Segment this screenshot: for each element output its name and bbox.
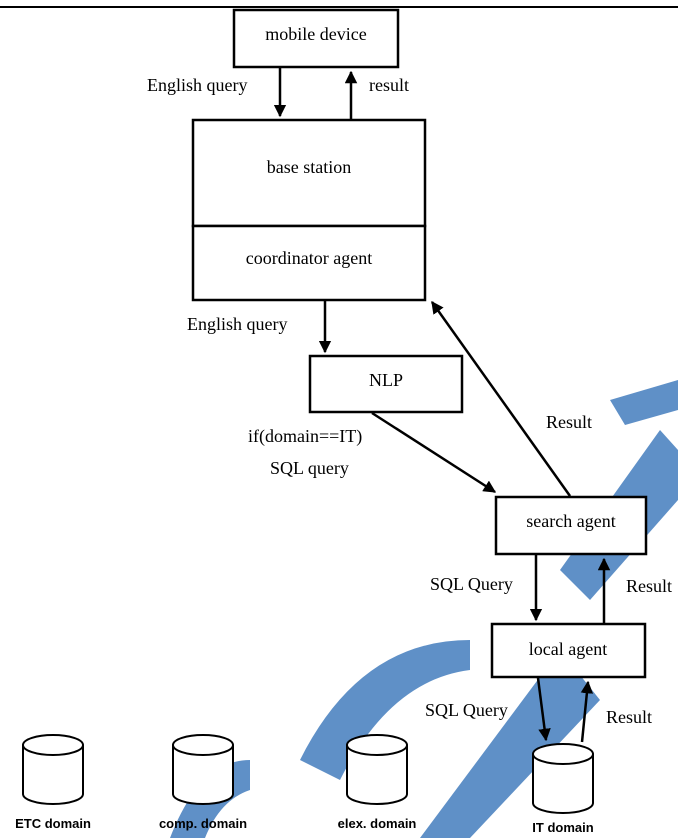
edge-label-condition: if(domain==IT) (248, 426, 362, 447)
database-elex-label: elex. domain (338, 816, 417, 831)
arrow-search-to-coordinator (430, 300, 572, 497)
database-etc: ETC domain (15, 734, 91, 831)
edge-label-result-search: Result (546, 412, 592, 432)
edge-label-sql-query-search: SQL Query (430, 574, 513, 594)
base-station-box (191, 118, 427, 228)
database-comp: comp. domain (159, 734, 247, 831)
search-agent-box (494, 495, 648, 556)
nlp-box (308, 354, 464, 414)
edge-label-result-db: Result (606, 707, 652, 727)
arrow-local-to-db (536, 677, 551, 742)
mobile-device-box (232, 8, 400, 69)
coordinator-agent-box (191, 224, 427, 302)
edge-label-result-top: result (369, 75, 409, 95)
nlp-label: NLP (369, 370, 403, 390)
edge-label-english-query-top: English query (147, 75, 248, 95)
arrow-nlp-to-search (371, 411, 497, 494)
database-comp-label: comp. domain (159, 816, 247, 831)
coordinator-agent-label: coordinator agent (246, 248, 372, 268)
database-etc-label: ETC domain (15, 816, 91, 831)
edge-label-sql-query-local: SQL Query (425, 700, 508, 720)
edge-label-english-query-mid: English query (187, 314, 288, 334)
database-it-label: IT domain (532, 820, 593, 835)
edge-label-result-local: Result (626, 576, 672, 596)
arrow-db-to-local (580, 680, 594, 743)
edge-label-sql-query: SQL query (270, 458, 349, 478)
local-agent-label: local agent (529, 639, 607, 659)
watermark (170, 380, 678, 838)
search-agent-label: search agent (526, 511, 615, 531)
database-it: IT domain (532, 743, 594, 835)
database-elex: elex. domain (338, 734, 417, 831)
base-station-label: base station (267, 157, 351, 177)
mobile-device-label: mobile device (265, 24, 366, 44)
local-agent-box (490, 622, 647, 679)
